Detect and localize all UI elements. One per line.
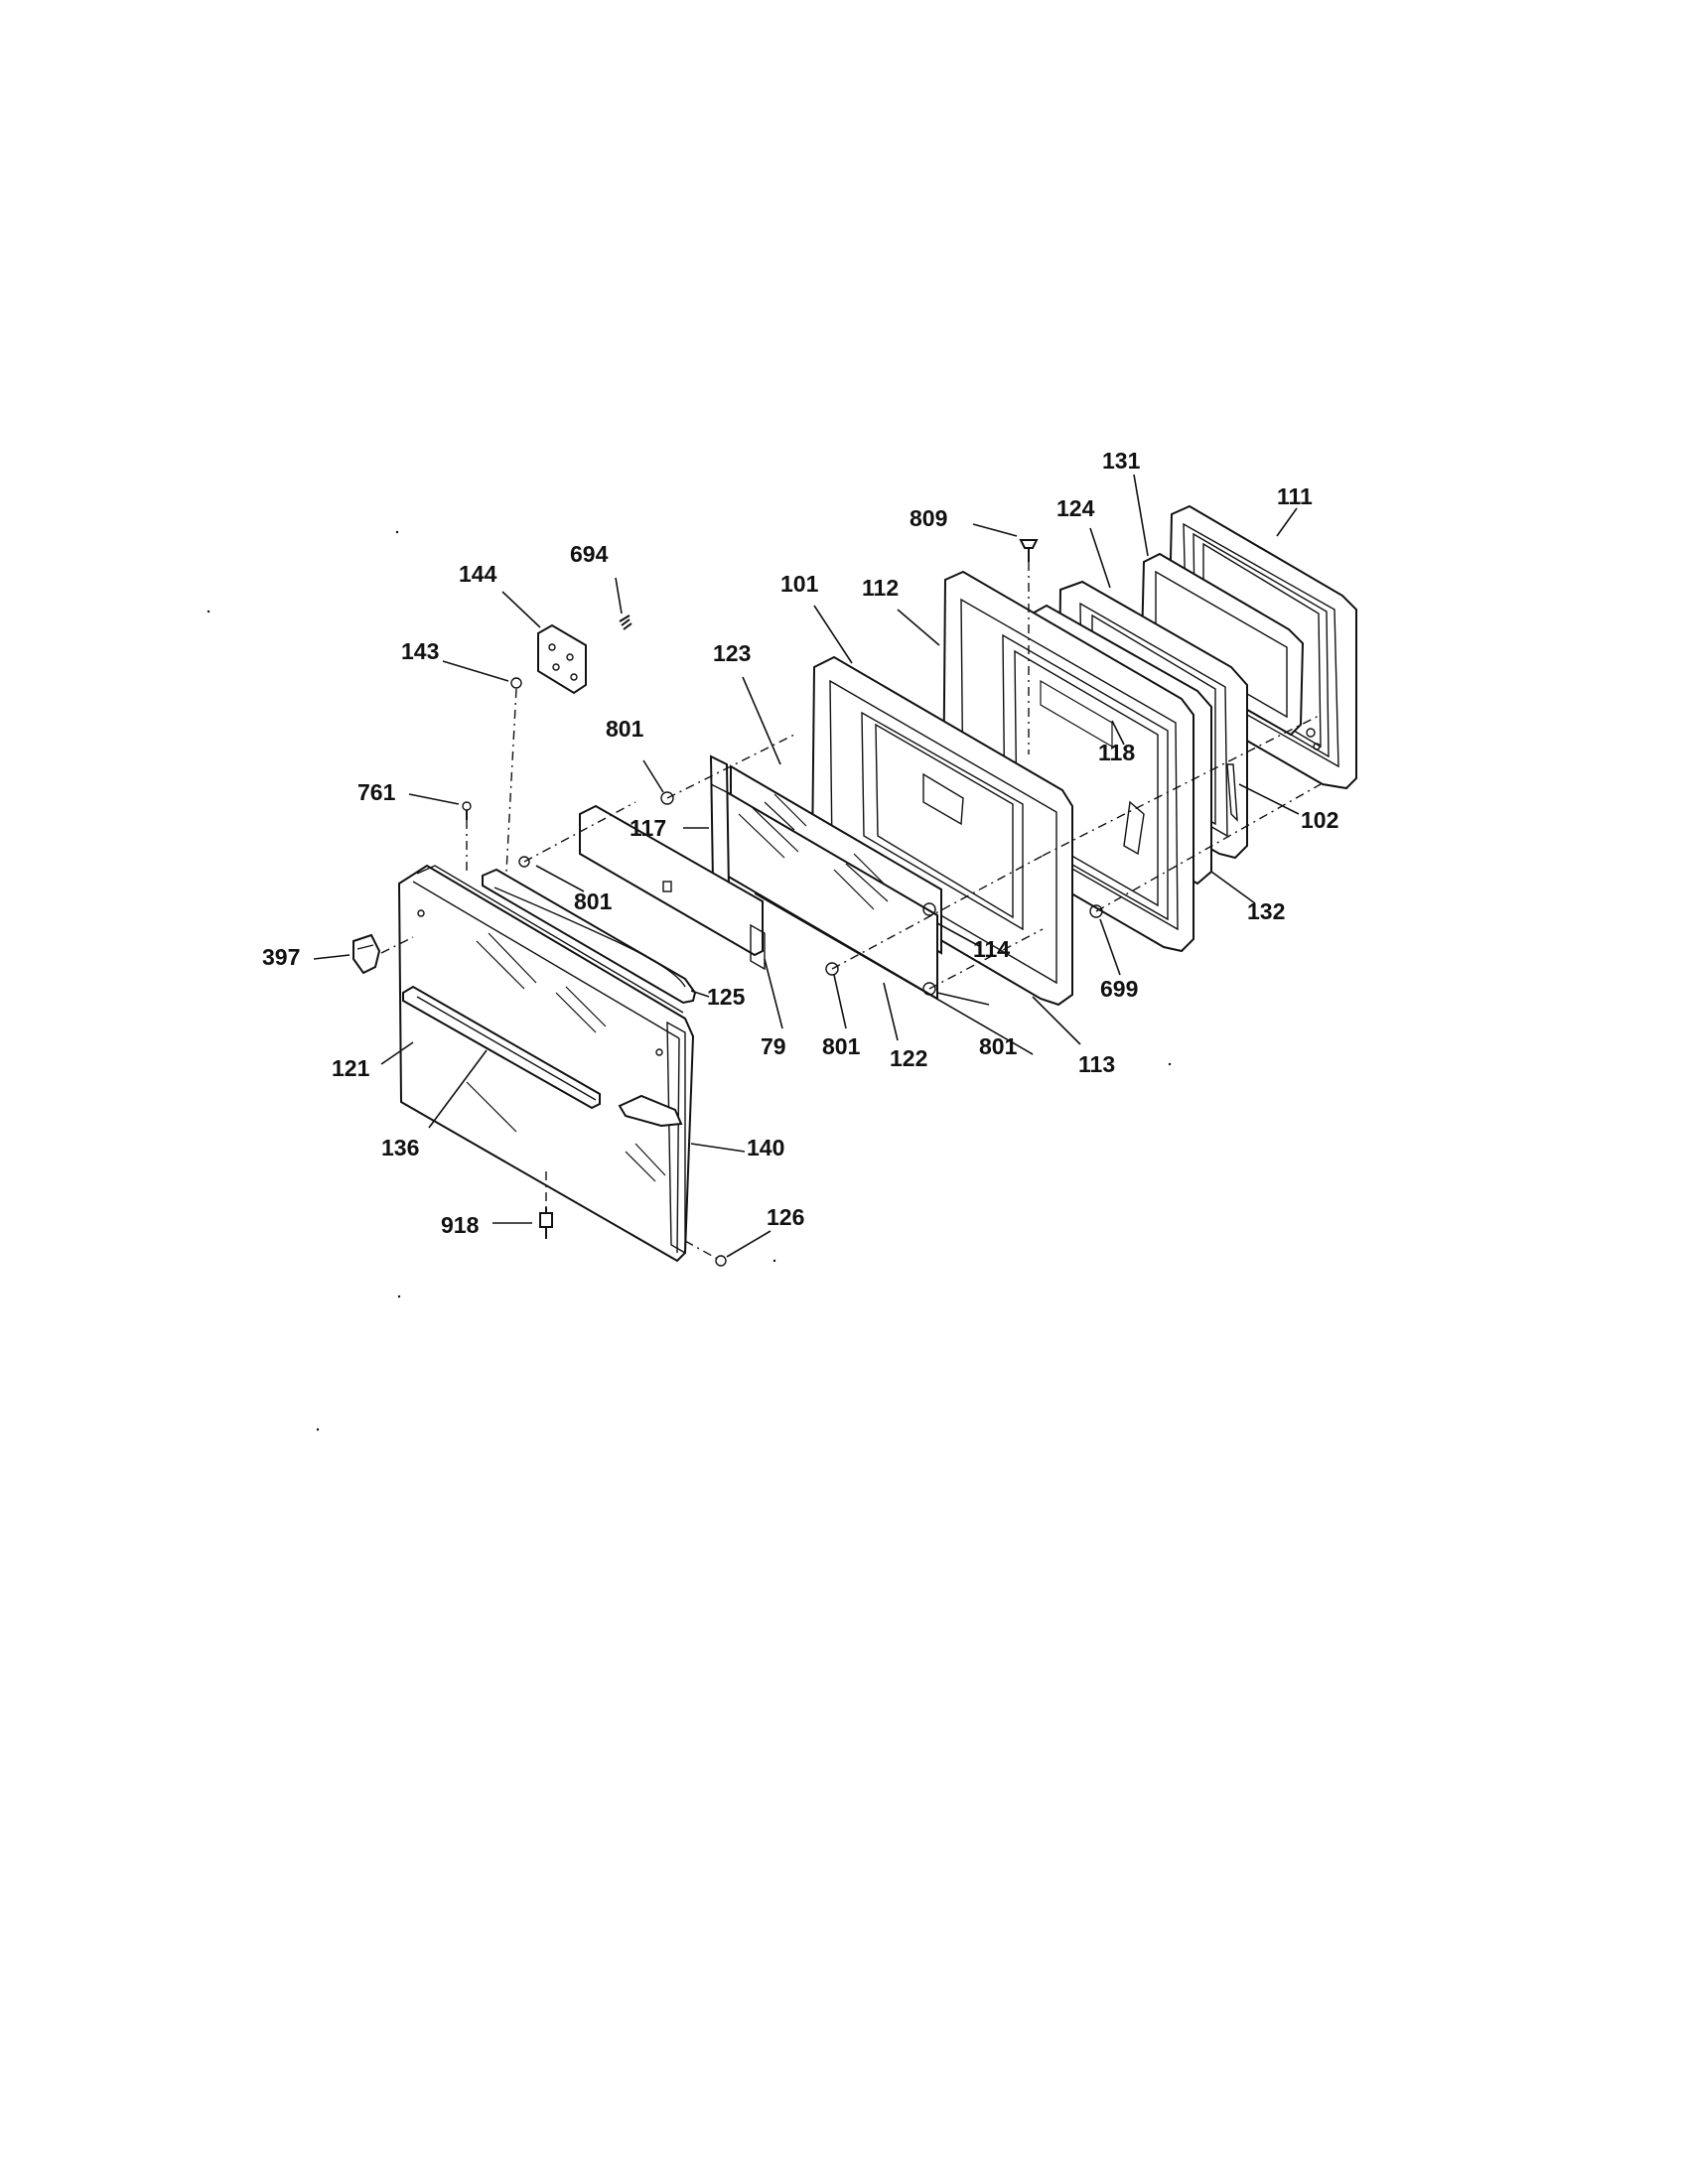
label-117: 117 xyxy=(630,815,666,841)
bracket-117 xyxy=(709,754,731,891)
shield-79 xyxy=(579,804,766,971)
glass-118 xyxy=(1040,679,1113,749)
label-122: 122 xyxy=(890,1045,927,1071)
label-114: 114 xyxy=(973,936,1010,962)
hinge-stop-143 xyxy=(510,677,522,689)
label-101: 101 xyxy=(780,571,819,597)
label-143: 143 xyxy=(401,638,439,664)
screws xyxy=(462,539,1103,1267)
part-number-labels: 131 111 809 124 694 144 101 112 143 123 … xyxy=(262,448,1338,1238)
label-125: 125 xyxy=(707,984,746,1010)
label-123: 123 xyxy=(713,640,751,666)
label-112: 112 xyxy=(862,575,899,601)
label-131: 131 xyxy=(1102,448,1141,474)
label-397: 397 xyxy=(262,944,300,970)
label-102: 102 xyxy=(1301,807,1338,833)
label-140: 140 xyxy=(747,1135,784,1160)
label-801-top: 801 xyxy=(606,716,644,742)
hinge-plate-144 xyxy=(537,623,587,695)
label-124: 124 xyxy=(1056,495,1095,521)
assembly-lines xyxy=(380,562,1322,1262)
handle-136 xyxy=(402,985,601,1110)
label-144: 144 xyxy=(459,561,497,587)
label-761: 761 xyxy=(357,779,396,805)
backing-panel-113 xyxy=(754,892,1034,1055)
label-132: 132 xyxy=(1247,898,1285,924)
label-121: 121 xyxy=(332,1055,370,1081)
label-126: 126 xyxy=(767,1204,804,1230)
label-694: 694 xyxy=(570,541,609,567)
label-809: 809 xyxy=(910,505,947,531)
label-801-bottom-right: 801 xyxy=(979,1033,1018,1059)
end-cap-right xyxy=(618,1094,683,1128)
label-918: 918 xyxy=(441,1212,480,1238)
end-cap-397 xyxy=(352,933,381,975)
insulation-125 xyxy=(482,868,697,1005)
scan-specks xyxy=(207,530,1172,1432)
label-136: 136 xyxy=(381,1135,419,1160)
label-801-bottom-left: 801 xyxy=(822,1033,861,1059)
label-79: 79 xyxy=(761,1033,786,1059)
label-118: 118 xyxy=(1098,740,1135,765)
leader-lines xyxy=(313,474,1300,1258)
label-111: 111 xyxy=(1277,483,1313,509)
label-699: 699 xyxy=(1100,976,1138,1002)
label-113: 113 xyxy=(1078,1051,1115,1077)
label-801-left: 801 xyxy=(574,888,613,914)
